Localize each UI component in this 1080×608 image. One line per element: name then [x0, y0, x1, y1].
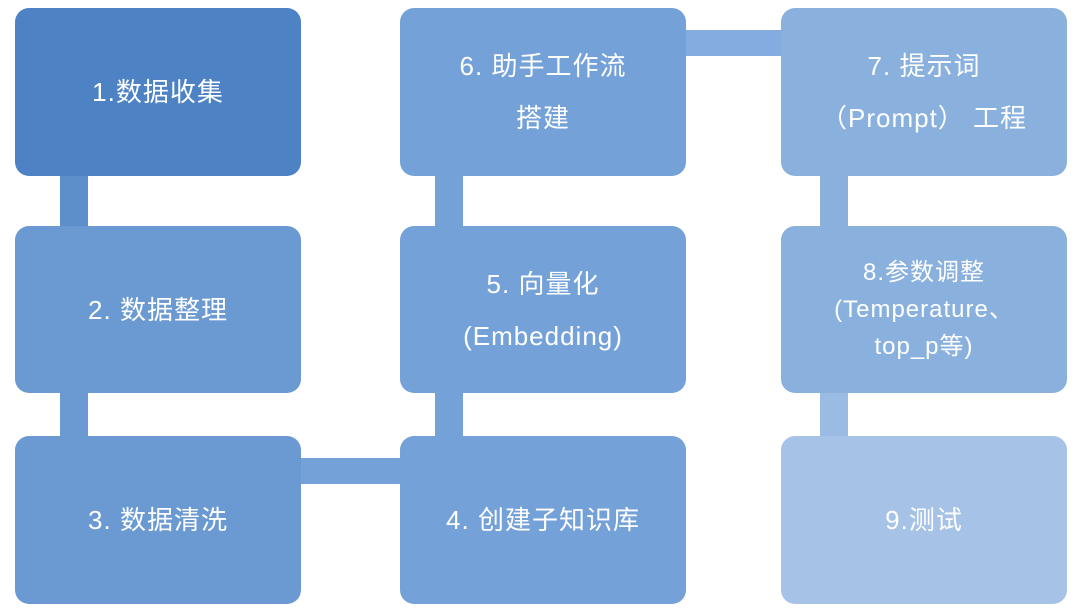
connector-5-to-6	[435, 176, 463, 226]
flow-box-4-label: 4. 创建子知识库	[446, 505, 640, 535]
connector-6-to-7	[686, 30, 781, 56]
flow-box-8-label-line2: (Temperature、	[834, 295, 1014, 323]
flow-box-3-label: 3. 数据清洗	[88, 505, 228, 535]
flow-box-8-parameter-tuning: 8.参数调整 (Temperature、 top_p等)	[781, 226, 1067, 393]
connector-7-to-8	[820, 176, 848, 226]
flow-box-6-label-line1: 6. 助手工作流	[459, 51, 627, 81]
flow-box-9-label: 9.测试	[885, 505, 963, 535]
flow-box-1-label: 1.数据收集	[92, 77, 224, 107]
flow-box-5-embedding: 5. 向量化 (Embedding)	[400, 226, 686, 393]
flow-box-2-data-organizing: 2. 数据整理	[15, 226, 301, 393]
flow-box-7-label-line2: （Prompt） 工程	[820, 103, 1028, 133]
flow-box-7-prompt-engineering: 7. 提示词 （Prompt） 工程	[781, 8, 1067, 176]
connector-1-to-2	[60, 176, 88, 226]
flow-box-7-label-line1: 7. 提示词	[867, 51, 981, 81]
flow-box-5-label-line2: (Embedding)	[463, 320, 623, 351]
flow-box-5-label-line1: 5. 向量化	[486, 268, 600, 299]
flow-box-2-label: 2. 数据整理	[88, 294, 228, 325]
flow-box-8-label-line1: 8.参数调整	[862, 258, 985, 286]
connector-3-to-4	[301, 458, 400, 484]
flow-box-3-data-cleaning: 3. 数据清洗	[15, 436, 301, 604]
flow-box-6-assistant-workflow-setup: 6. 助手工作流 搭建	[400, 8, 686, 176]
connector-4-to-5	[435, 393, 463, 436]
flow-box-1-data-collection: 1.数据收集	[15, 8, 301, 176]
flow-box-9-testing: 9.测试	[781, 436, 1067, 604]
flow-box-4-create-sub-knowledge-base: 4. 创建子知识库	[400, 436, 686, 604]
flow-box-6-label-line2: 搭建	[515, 103, 570, 133]
connector-2-to-3	[60, 393, 88, 436]
connector-8-to-9	[820, 393, 848, 436]
flow-box-8-label-line3: top_p等)	[874, 333, 974, 361]
